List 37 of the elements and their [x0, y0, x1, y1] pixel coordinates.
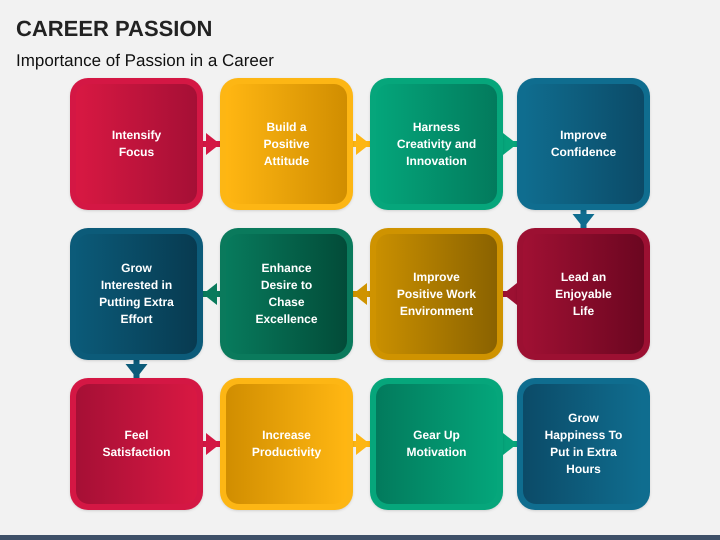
step-tile	[220, 378, 353, 510]
arrow	[503, 433, 517, 455]
step-label: Build a Positive Attitude	[262, 118, 311, 170]
arrow	[503, 133, 517, 155]
step-tile	[220, 228, 353, 360]
arrow	[353, 133, 370, 155]
arrow	[353, 433, 370, 455]
arrow	[203, 133, 220, 155]
arrow	[503, 283, 517, 305]
step-label: Gear Up Motivation	[406, 427, 468, 461]
step-label: Lead an Enjoyable Life	[554, 268, 613, 320]
step-tile	[70, 378, 203, 510]
step-tile	[220, 78, 353, 210]
step-tile	[70, 78, 203, 210]
step-tile	[370, 78, 503, 210]
step-tile	[517, 228, 650, 360]
step-label: Increase Productivity	[250, 427, 322, 461]
step-tile	[370, 228, 503, 360]
step-tile	[70, 228, 203, 360]
step-label: Improve Confidence	[550, 127, 618, 161]
step-label: Grow Interested in Putting Extra Effort	[98, 260, 175, 328]
arrow	[572, 210, 594, 228]
step-label: Grow Happiness To Put in Extra Hours	[544, 410, 624, 478]
arrow	[203, 283, 220, 305]
arrow	[353, 283, 370, 305]
step-label: Intensify Focus	[110, 127, 162, 161]
step-tile	[370, 378, 503, 510]
slide-title: CAREER PASSION	[16, 15, 212, 43]
step-label: Harness Creativity and Innovation	[396, 118, 477, 170]
step-label: Enhance Desire to Chase Excellence	[254, 260, 319, 328]
slide-subtitle: Importance of Passion in a Career	[16, 50, 274, 72]
step-tile	[517, 78, 650, 210]
arrow	[203, 433, 220, 455]
step-label: Feel Satisfaction	[101, 427, 172, 461]
step-tile	[517, 378, 650, 510]
arrow	[126, 360, 148, 378]
step-label: Improve Positive Work Environment	[396, 268, 477, 320]
